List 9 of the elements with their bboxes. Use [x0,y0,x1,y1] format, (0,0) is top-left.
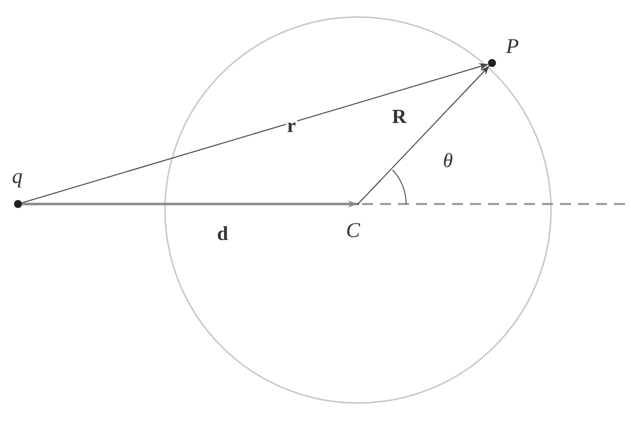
arrow [22,200,357,208]
angle-label: θ [443,151,453,171]
point-dot [14,200,22,208]
point-label: q [12,166,22,187]
point-label: C [346,220,360,241]
arrow [358,65,490,204]
point-label: P [506,36,519,57]
point-dot [488,59,496,67]
arrow [21,63,489,204]
